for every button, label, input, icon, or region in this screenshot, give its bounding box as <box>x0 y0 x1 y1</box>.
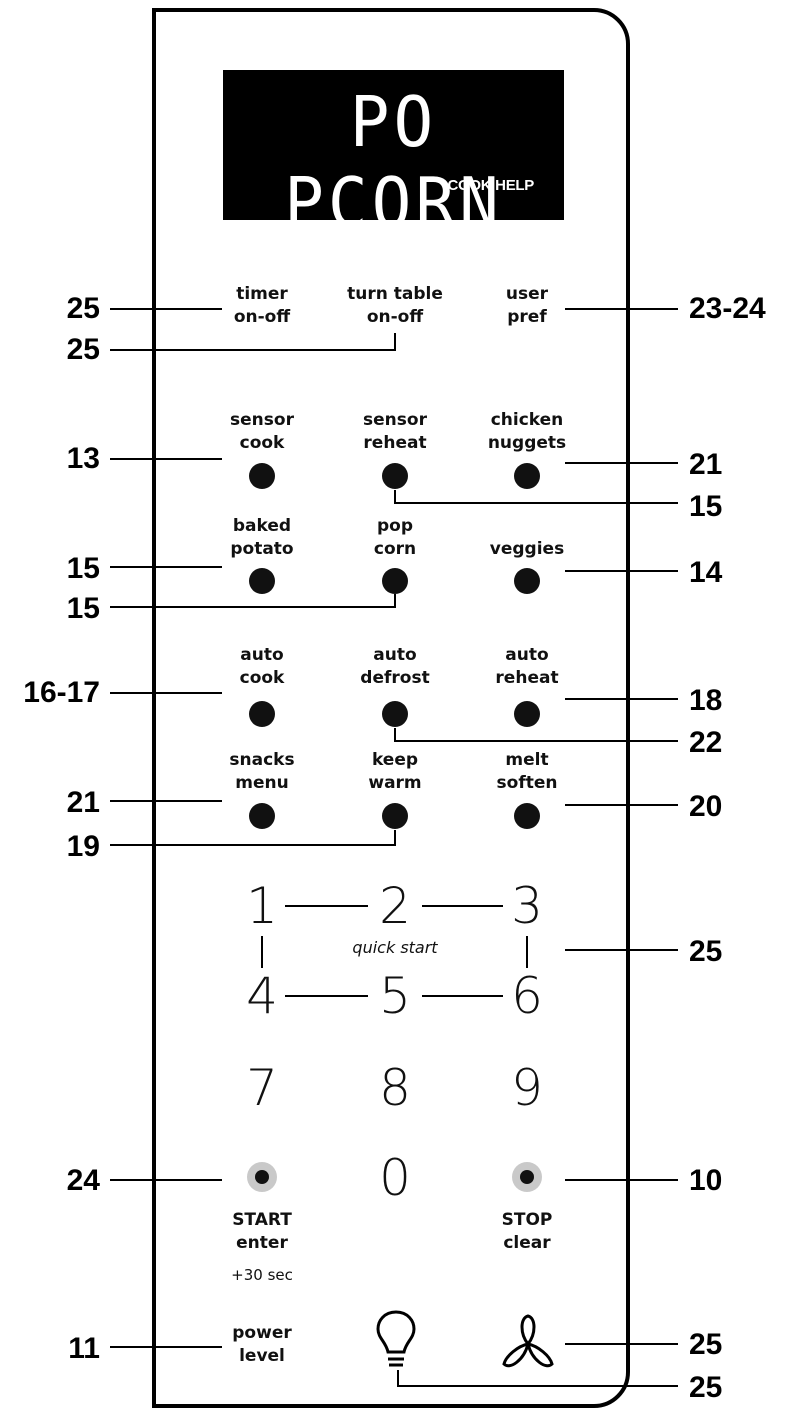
key-6[interactable]: 6 <box>511 967 543 1025</box>
user-pref-button[interactable]: user pref <box>505 284 549 327</box>
ref-melt-soften: 20 <box>689 790 723 823</box>
keep-warm-label: keep warm <box>368 750 422 793</box>
chicken-nuggets-button[interactable] <box>514 463 540 489</box>
popcorn-button[interactable] <box>382 568 408 594</box>
sensor-cook-label: sensor cook <box>230 410 294 453</box>
chicken-nuggets-label: chicken nuggets <box>487 410 567 453</box>
veggies-label: veggies <box>489 539 565 559</box>
start-button[interactable] <box>247 1162 277 1192</box>
ref-veggies: 14 <box>689 556 723 589</box>
popcorn-label: pop corn <box>373 516 417 559</box>
ref-timer: 25 <box>66 292 100 325</box>
key-5[interactable]: 5 <box>379 967 411 1025</box>
ref-start: 24 <box>66 1164 100 1197</box>
ref-fan: 25 <box>689 1328 723 1361</box>
veggies-button[interactable] <box>514 568 540 594</box>
auto-cook-button[interactable] <box>249 701 275 727</box>
key-2[interactable]: 2 <box>379 877 411 935</box>
fan-icon[interactable] <box>498 1312 558 1372</box>
auto-reheat-button[interactable] <box>514 701 540 727</box>
quick-start-label: quick start <box>352 938 438 957</box>
sensor-reheat-label: sensor reheat <box>363 410 427 453</box>
snacks-menu-button[interactable] <box>249 803 275 829</box>
ref-chicken-nuggets: 21 <box>689 448 723 481</box>
ref-user-pref: 23-24 <box>689 292 766 325</box>
auto-reheat-label: auto reheat <box>495 645 559 688</box>
lcd-display: PO PCORN COOK HELP <box>223 70 564 244</box>
sensor-reheat-button[interactable] <box>382 463 408 489</box>
ref-keep-warm: 19 <box>66 830 100 863</box>
start-enter-label: START enter <box>232 1210 292 1253</box>
stop-button[interactable] <box>512 1162 542 1192</box>
ref-auto-defrost: 22 <box>689 726 723 759</box>
snacks-menu-label: snacks menu <box>229 750 295 793</box>
ref-auto-reheat: 18 <box>689 684 723 717</box>
display-text: PO PCORN <box>284 82 503 244</box>
ref-sensor-cook: 13 <box>66 442 100 475</box>
key-7[interactable]: 7 <box>246 1059 278 1117</box>
auto-defrost-button[interactable] <box>382 701 408 727</box>
auto-cook-label: auto cook <box>239 645 285 688</box>
ref-turntable: 25 <box>66 333 100 366</box>
ref-auto-cook: 16-17 <box>23 676 100 709</box>
auto-defrost-label: auto defrost <box>360 645 430 688</box>
key-4[interactable]: 4 <box>246 967 278 1025</box>
power-level-button[interactable]: power level <box>232 1323 292 1366</box>
ref-snacks-menu: 21 <box>66 786 100 819</box>
key-8[interactable]: 8 <box>379 1059 411 1117</box>
ref-light: 25 <box>689 1371 723 1404</box>
ref-sensor-reheat: 15 <box>689 490 723 523</box>
key-0[interactable]: 0 <box>379 1149 411 1207</box>
stop-clear-label: STOP clear <box>501 1210 553 1253</box>
melt-soften-button[interactable] <box>514 803 540 829</box>
panel-frame <box>152 8 630 1408</box>
ref-keypad: 25 <box>689 935 723 968</box>
key-9[interactable]: 9 <box>511 1059 543 1117</box>
ref-baked-potato: 15 <box>66 552 100 585</box>
key-3[interactable]: 3 <box>511 877 543 935</box>
key-1[interactable]: 1 <box>246 877 278 935</box>
baked-potato-button[interactable] <box>249 568 275 594</box>
ref-power-level: 11 <box>68 1332 100 1365</box>
turntable-button[interactable]: turn table on-off <box>347 284 443 327</box>
light-bulb-icon[interactable] <box>372 1308 420 1372</box>
keep-warm-button[interactable] <box>382 803 408 829</box>
ref-stop: 10 <box>689 1164 723 1197</box>
plus-30-sec-label: +30 sec <box>231 1266 293 1284</box>
ref-popcorn: 15 <box>66 592 100 625</box>
melt-soften-label: melt soften <box>496 750 558 793</box>
timer-button[interactable]: timer on-off <box>233 284 291 327</box>
baked-potato-label: baked potato <box>230 516 294 559</box>
sensor-cook-button[interactable] <box>249 463 275 489</box>
display-subtext: COOK HELP <box>447 177 535 194</box>
